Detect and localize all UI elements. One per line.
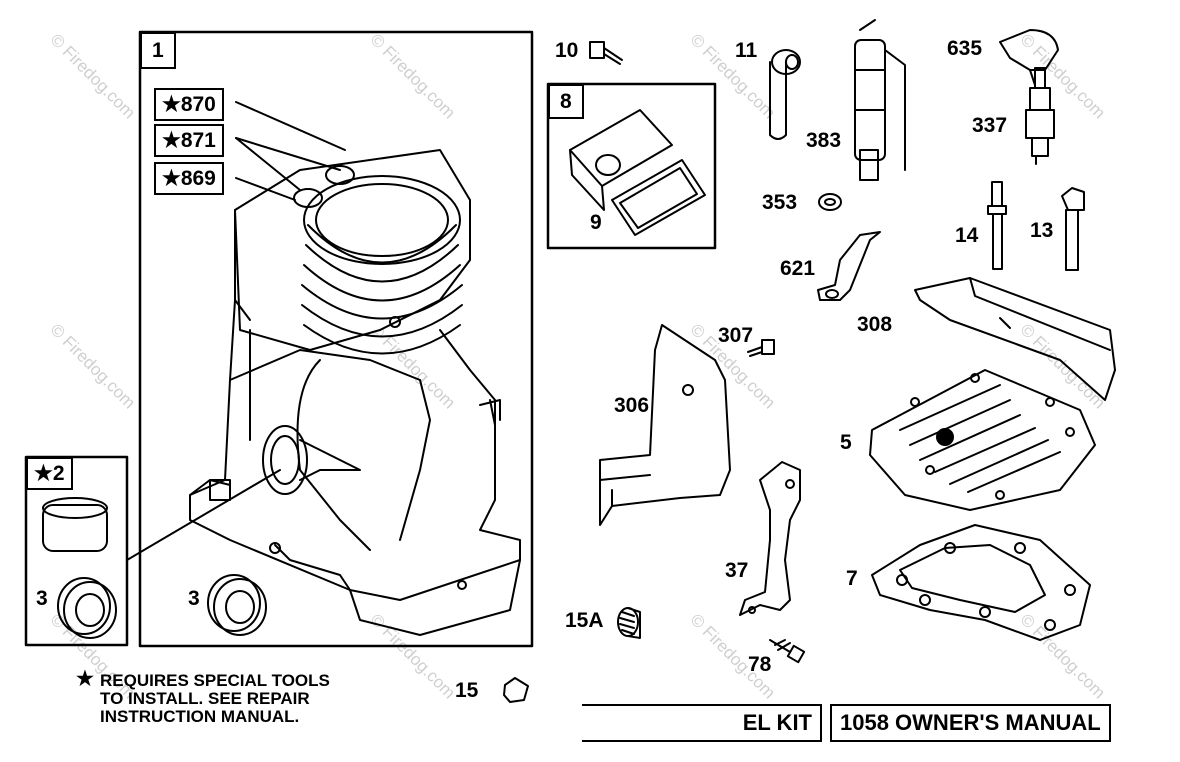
bushing-drawing: [42, 497, 108, 552]
label-part-7: 7: [846, 567, 858, 590]
label-part-621: 621: [780, 257, 816, 280]
label-part-308: 308: [857, 313, 893, 336]
screw-78-drawing: [769, 639, 806, 664]
label-part-635: 635: [947, 37, 983, 60]
spark-plug-337-drawing: [1025, 67, 1055, 165]
footnote-line: TO INSTALL. SEE REPAIR: [100, 689, 310, 708]
label-part-9: 9: [590, 211, 602, 234]
label-part-14: 14: [955, 224, 979, 247]
bolt-13-drawing: [1061, 187, 1085, 271]
tool-383-drawing: [854, 19, 906, 181]
footnote-line: INSTRUCTION MANUAL.: [100, 707, 300, 726]
label-part-306: 306: [614, 394, 650, 417]
tube-11-drawing: [769, 49, 801, 140]
label-part-8: 8: [548, 84, 584, 119]
screw-10-drawing: [589, 41, 623, 65]
star-icon: ★: [76, 668, 94, 690]
label-part-307: 307: [718, 324, 754, 347]
screw-307-drawing: [747, 339, 775, 357]
block-frame: [138, 30, 534, 648]
stud-14-drawing: [987, 181, 1007, 270]
label-part-5: 5: [840, 431, 852, 454]
label-part-78: 78: [748, 653, 772, 676]
owners-manual-box: 1058 OWNER'S MANUAL: [830, 704, 1111, 742]
label-part-383: 383: [806, 129, 842, 152]
footnote-line: REQUIRES SPECIAL TOOLS: [100, 671, 330, 690]
gasket-7-drawing: [871, 524, 1091, 641]
label-part-870: ★870: [154, 88, 224, 121]
shroud-308-drawing: [914, 277, 1116, 401]
cylinder-head-drawing: [869, 369, 1096, 511]
label-part-869: ★869: [154, 162, 224, 195]
air-guide-306-drawing: [599, 324, 731, 526]
label-part-15a: 15A: [565, 609, 604, 632]
plug-15a-drawing: [617, 607, 641, 639]
label-part-11: 11: [735, 39, 758, 62]
label-part-871: ★871: [154, 124, 224, 157]
breather-drawing: [569, 109, 706, 236]
label-part-13: 13: [1030, 219, 1054, 242]
label-part-15: 15: [455, 679, 479, 702]
label-part-2: ★2: [26, 457, 73, 490]
label-part-3: 3: [188, 587, 200, 610]
baffle-37-drawing: [739, 461, 801, 616]
bearing-frame: [24, 455, 129, 647]
label-part-37: 37: [725, 559, 749, 582]
terminal-635-drawing: [999, 29, 1059, 86]
bracket-621-drawing: [817, 231, 881, 301]
plug-15-drawing: [503, 677, 529, 703]
footnote: ★ REQUIRES SPECIAL TOOLS TO INSTALL. SEE…: [76, 668, 330, 726]
label-part-337: 337: [972, 114, 1008, 137]
label-part-3: 3: [36, 587, 48, 610]
cylinder-block-drawing: [126, 101, 521, 636]
washer-353-drawing: [818, 193, 842, 211]
label-part-353: 353: [762, 191, 798, 214]
label-part-10: 10: [555, 39, 579, 62]
label-part-1: 1: [140, 32, 176, 69]
label-kit-box: EL KIT: [582, 704, 822, 742]
bearing-drawing: [57, 574, 267, 639]
breather-frame: [546, 82, 717, 250]
label-kit-text: EL KIT: [742, 710, 812, 735]
